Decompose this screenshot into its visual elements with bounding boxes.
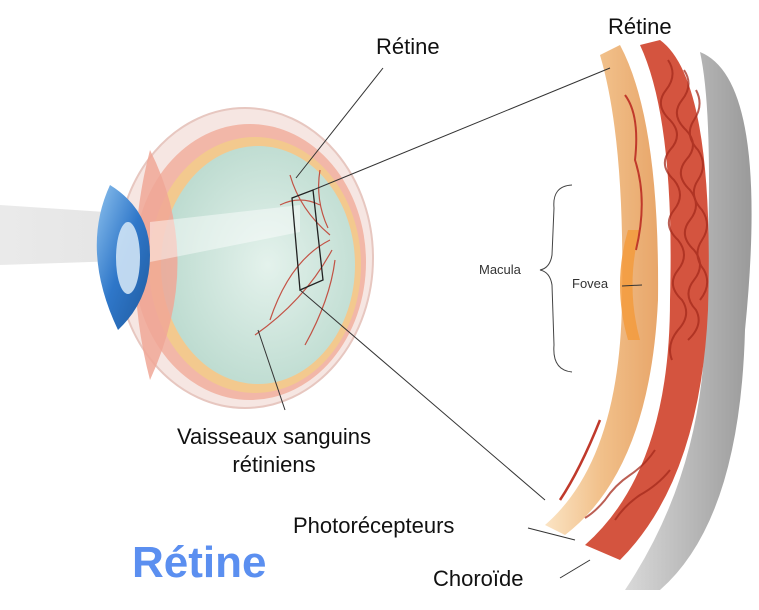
label-fovea: Fovea	[572, 276, 608, 291]
label-retina-top-left: Rétine	[376, 34, 440, 60]
label-retina-top-right: Rétine	[608, 14, 672, 40]
retina-cross-section	[545, 40, 752, 590]
page-title: Rétine	[132, 538, 266, 588]
label-choroid: Choroïde	[433, 566, 524, 592]
label-retinal-vessels: Vaisseaux sanguins rétiniens	[148, 424, 400, 478]
macula-brace	[540, 185, 572, 372]
label-retinal-vessels-line1: Vaisseaux sanguins	[148, 424, 400, 450]
label-retinal-vessels-line2: rétiniens	[148, 452, 400, 478]
label-photoreceptors: Photorécepteurs	[293, 513, 454, 539]
eyeball-illustration	[97, 108, 373, 408]
label-macula: Macula	[479, 262, 521, 277]
